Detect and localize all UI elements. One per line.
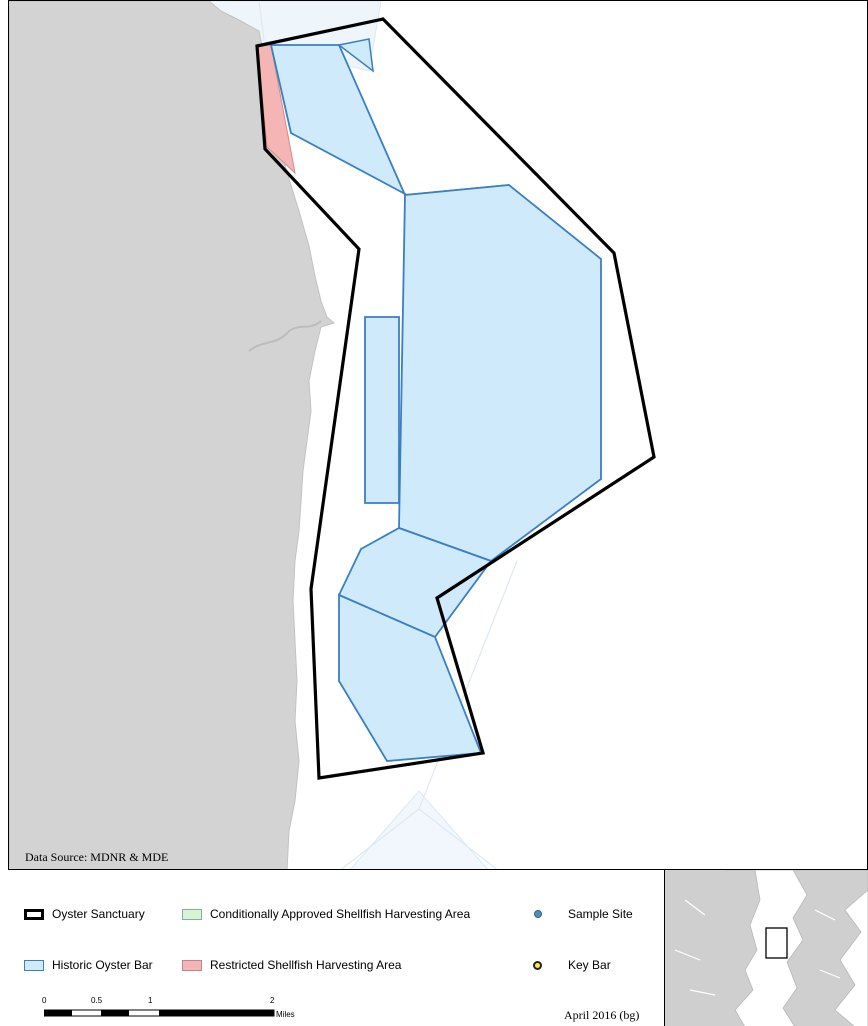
legend-restricted: Restricted Shellfish Harvesting Area (182, 958, 401, 972)
channel-line-c (418, 808, 500, 871)
legend-key-bar: Key Bar (528, 958, 611, 972)
scale-unit: Miles (276, 1010, 295, 1019)
scale-bar-graphic (44, 1009, 275, 1017)
inset-water (725, 870, 868, 1026)
scale-tick-1: 1 (148, 996, 153, 1005)
restricted-swatch (182, 959, 202, 971)
map-panel: Data Source: MDNR & MDE (8, 0, 868, 1026)
key-bar-icon (533, 960, 542, 970)
historic-oyster-bar-north-tip[interactable] (337, 38, 374, 73)
scale-tick-0-5: 0.5 (91, 996, 103, 1005)
locator-inset-map (665, 869, 868, 1026)
scale-tick-2: 2 (270, 996, 275, 1005)
map-date: April 2016 (bg) (564, 1008, 640, 1022)
map-canvas[interactable] (9, 1, 868, 871)
historic-oyster-bar-south-lower[interactable] (338, 593, 483, 762)
inset-creeks (674, 899, 841, 996)
legend-historic-oyster-bar: Historic Oyster Bar (24, 958, 153, 972)
inset-canvas (665, 870, 868, 1026)
channel-zone-lower (348, 790, 490, 871)
inset-extent-box (765, 927, 788, 959)
legend-oyster-sanctuary: Oyster Sanctuary (24, 907, 145, 921)
creek (248, 320, 322, 352)
data-source-label: Data Source: MDNR & MDE (25, 850, 169, 864)
channel-line-a (418, 560, 518, 810)
scale-tick-0: 0 (42, 996, 47, 1005)
oyster-sanctuary-swatch (24, 908, 44, 920)
historic-oyster-bar-strip[interactable] (364, 316, 400, 504)
legend-conditionally-approved: Conditionally Approved Shellfish Harvest… (182, 907, 470, 921)
sample-site-icon (534, 910, 542, 918)
historic-oyster-bar-swatch (24, 959, 44, 971)
legend-sample-site: Sample Site (528, 907, 633, 921)
oyster-sanctuary-boundary[interactable] (255, 17, 656, 780)
channel-line-b (338, 808, 420, 871)
legend-panel: Oyster Sanctuary Conditionally Approved … (8, 869, 665, 1026)
channel-line-d (258, 1, 265, 42)
conditionally-approved-swatch (182, 908, 202, 920)
